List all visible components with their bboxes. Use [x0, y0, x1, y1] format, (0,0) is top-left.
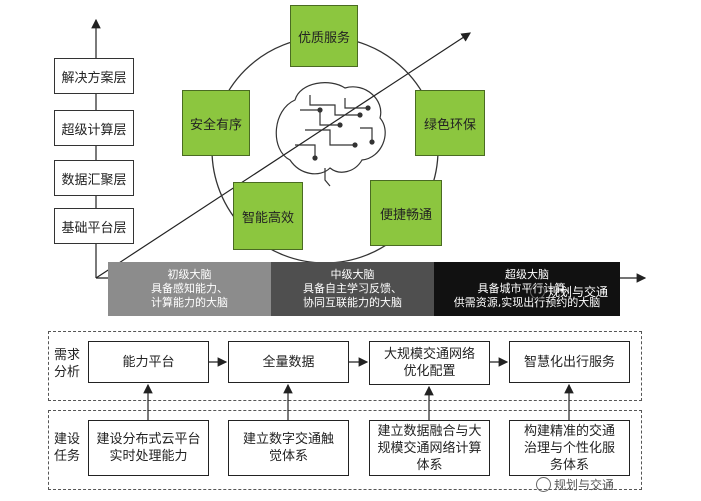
- task-governance-service: 构建精准的交通治理与个性化服务体系: [509, 420, 630, 476]
- stage-super-brain: 超级大脑 具备城市平行计算、 供需资源,实现出行预约的大脑: [434, 262, 620, 316]
- stage-title: 超级大脑: [505, 268, 549, 281]
- watermark-bottom: 规划与交通: [536, 476, 614, 493]
- brain-icon: [275, 82, 386, 187]
- stage-primary-brain: 初级大脑 具备感知能力、 计算能力的大脑: [108, 262, 271, 316]
- stage-desc-line1: 具备感知能力、: [151, 282, 228, 295]
- demand-network-optimization: 大规模交通网络优化配置: [369, 341, 490, 385]
- feature-safe-orderly: 安全有序: [182, 90, 250, 156]
- watermark: 规划与交通: [530, 283, 608, 300]
- layer-supercomputing: 超级计算层: [54, 110, 134, 146]
- stage-desc-line2: 供需资源,实现出行预约的大脑: [453, 296, 601, 309]
- tasks-label: 建设 任务: [54, 432, 81, 464]
- demand-label: 需求 分析: [54, 348, 81, 380]
- layer-data-aggregation: 数据汇聚层: [54, 160, 134, 196]
- stage-desc-line1: 具备城市平行计算、: [477, 282, 577, 295]
- stage-desc-line2: 协同互联能力的大脑: [303, 296, 402, 309]
- stage-desc-line2: 计算能力的大脑: [151, 296, 228, 309]
- task-cloud-platform: 建设分布式云平台实时处理能力: [88, 420, 209, 476]
- wechat-icon: [530, 284, 545, 299]
- stage-desc-line1: 具备自主学习反馈、: [303, 282, 402, 295]
- construction-tasks-panel: [48, 410, 642, 490]
- demand-capability-platform: 能力平台: [88, 341, 209, 383]
- feature-convenient-smooth: 便捷畅通: [370, 180, 442, 246]
- feature-smart-efficient: 智能高效: [233, 182, 303, 250]
- stage-intermediate-brain: 中级大脑 具备自主学习反馈、 协同互联能力的大脑: [271, 262, 434, 316]
- feature-quality-service: 优质服务: [290, 5, 358, 67]
- lower-diagram-arrows: [143, 357, 574, 420]
- demand-full-data: 全量数据: [228, 341, 349, 383]
- stage-title: 初级大脑: [167, 268, 212, 281]
- wechat-icon: [536, 477, 551, 492]
- layer-base-platform: 基础平台层: [54, 208, 134, 244]
- demand-smart-travel: 智慧化出行服务: [509, 341, 630, 383]
- stage-title: 中级大脑: [330, 268, 375, 281]
- task-digital-perception: 建立数字交通触觉体系: [228, 420, 349, 476]
- layer-solution: 解决方案层: [54, 58, 134, 94]
- demand-analysis-panel: [48, 331, 642, 401]
- task-data-fusion: 建立数据融合与大规模交通网络计算体系: [369, 420, 490, 476]
- feature-green-eco: 绿色环保: [415, 90, 485, 156]
